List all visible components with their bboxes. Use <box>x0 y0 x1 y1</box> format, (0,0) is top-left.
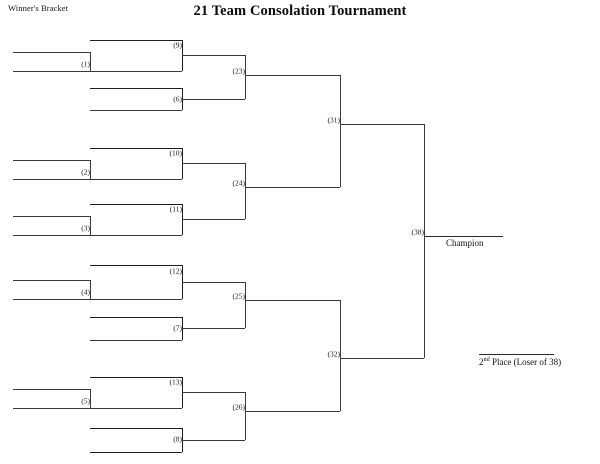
game-number-12: (12) <box>169 266 183 276</box>
feed-line-g1-bottom <box>13 71 90 72</box>
champion-label: Champion <box>446 238 484 248</box>
feed-line-g24-top <box>182 163 245 164</box>
feed-line-g5-top <box>13 389 90 390</box>
game-number-24: (24) <box>232 178 246 188</box>
feed-line-g3-top <box>13 216 90 217</box>
feed-line-g7-top <box>90 317 182 318</box>
game-number-31: (31) <box>327 115 341 125</box>
feed-line-g3-bottom <box>13 235 90 236</box>
feed-line-g5-bottom <box>13 408 90 409</box>
game-number-8: (8) <box>173 434 182 444</box>
feed-line-g2-bottom <box>13 179 90 180</box>
feed-line-g25-bottom <box>182 328 245 329</box>
feed-line-g26-top <box>182 392 245 393</box>
join-line-g32 <box>340 300 341 411</box>
feed-line-g4-bottom <box>13 299 90 300</box>
feed-line-g11-top <box>90 204 182 205</box>
feed-line-g7-bottom <box>90 340 182 341</box>
game-number-13: (13) <box>169 377 183 387</box>
game-number-7: (7) <box>173 323 182 333</box>
feed-line-g6-bottom <box>90 110 182 111</box>
feed-line-g6-top <box>90 88 182 89</box>
second-place-number: 2 <box>479 357 484 367</box>
game-number-32: (32) <box>327 349 341 359</box>
game-number-6: (6) <box>173 94 182 104</box>
second-place-description: Place (Loser of 38) <box>489 357 562 367</box>
feed-line-g31-bottom <box>245 187 340 188</box>
second-place-label: 2nd Place (Loser of 38) <box>479 356 562 367</box>
page-title: 21 Team Consolation Tournament <box>193 3 407 19</box>
game-number-25: (25) <box>232 291 246 301</box>
join-line-g1 <box>90 52 91 71</box>
game-number-9: (9) <box>173 40 182 50</box>
second-place-ordinal-suffix: nd <box>483 356 490 363</box>
game-number-10: (10) <box>169 148 183 158</box>
game-number-23: (23) <box>232 66 246 76</box>
feed-line-g8-bottom <box>90 452 182 453</box>
feed-line-g13-top <box>90 377 182 378</box>
join-line-g24 <box>245 163 246 219</box>
feed-line-g12-top <box>90 265 182 266</box>
join-line-g38 <box>424 124 425 358</box>
feed-line-g23-top <box>182 55 245 56</box>
feed-line-g1-top <box>13 52 90 53</box>
game-number-38: (38) <box>411 227 425 237</box>
feed-line-g24-bottom <box>182 219 245 220</box>
game-number-4: (4) <box>81 287 90 297</box>
feed-line-g9-bottom <box>90 71 182 72</box>
join-line-g2 <box>90 160 91 179</box>
feed-line-g13-bottom <box>90 408 182 409</box>
feed-line-g23-bottom <box>182 99 245 100</box>
join-line-g3 <box>90 216 91 235</box>
join-line-g23 <box>245 55 246 99</box>
feed-line-g32-top <box>245 300 340 301</box>
feed-line-g31-top <box>245 75 340 76</box>
join-line-g26 <box>245 392 246 440</box>
feed-line-g25-top <box>182 282 245 283</box>
join-line-g31 <box>340 75 341 187</box>
game-number-26: (26) <box>232 402 246 412</box>
feed-line-g11-bottom <box>90 235 182 236</box>
game-number-2: (2) <box>81 167 90 177</box>
feed-line-g38-bottom <box>340 358 424 359</box>
game-number-1: (1) <box>81 59 90 69</box>
join-line-g25 <box>245 282 246 328</box>
feed-line-g10-top <box>90 148 182 149</box>
game-number-3: (3) <box>81 223 90 233</box>
feed-line-g9-top <box>90 40 182 41</box>
second-place-write-in-line <box>479 354 554 355</box>
champion-write-in-line <box>424 236 503 237</box>
feed-line-g8-top <box>90 428 182 429</box>
feed-line-g38-top <box>340 124 424 125</box>
game-number-11: (11) <box>169 204 182 214</box>
feed-line-g4-top <box>13 280 90 281</box>
game-number-5: (5) <box>81 396 90 406</box>
bracket-side-label: Winner's Bracket <box>8 3 69 13</box>
feed-line-g2-top <box>13 160 90 161</box>
feed-line-g12-bottom <box>90 299 182 300</box>
feed-line-g26-bottom <box>182 440 245 441</box>
join-line-g4 <box>90 280 91 299</box>
join-line-g5 <box>90 389 91 408</box>
feed-line-g10-bottom <box>90 179 182 180</box>
feed-line-g32-bottom <box>245 411 340 412</box>
